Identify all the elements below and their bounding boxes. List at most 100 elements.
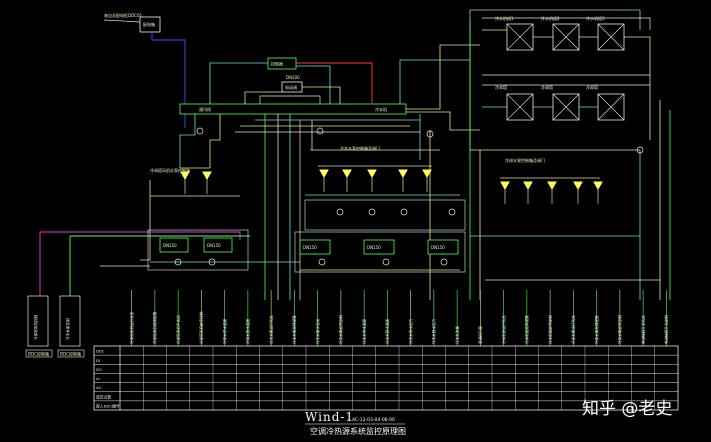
tower-3-label: 冷却塔 <box>586 84 598 90</box>
left-vert-1: 冷却塔风机控制 <box>33 314 38 340</box>
table-col-header: 冷水机组启停控制 <box>547 315 552 344</box>
pump-mid-frame <box>304 199 466 231</box>
table-row-label: AO <box>96 385 102 390</box>
ddc-module-1 <box>159 237 189 253</box>
power-source-box-label: 配电箱 <box>143 21 155 27</box>
title-block: Wind-1 AC-12-03-04-06-00 空调冷热源系统监控原理图 <box>305 410 406 436</box>
bus-loop-wire <box>259 95 321 104</box>
valve-circle-13 <box>636 146 644 154</box>
valve-circle-4 <box>448 208 456 216</box>
ddc-module-2-label: DN150 <box>207 243 221 248</box>
table-col-header: 冷却水泵故障报警 <box>594 315 599 344</box>
table-row-label: AI <box>96 376 100 381</box>
bus-right-label: 冷水机 <box>375 106 387 112</box>
pump-triangle-icon <box>573 181 583 191</box>
left-cabinet-2-frame <box>59 295 81 347</box>
drawing-subtitle: 空调冷热源系统监控原理图 <box>310 426 406 436</box>
valve-circle-9 <box>440 258 448 266</box>
table-row-label: DDC <box>96 349 105 354</box>
left-cabinet-1-frame <box>27 295 49 347</box>
chiller-3-x2 <box>597 23 625 51</box>
table-col-header: 冷却水回水温度 <box>245 318 250 344</box>
power-source-box <box>139 16 161 33</box>
wire-network <box>39 9 671 300</box>
valve-circle-1 <box>336 208 344 216</box>
bus-left-label: 通讯线 <box>199 106 211 112</box>
chiller-2-x2 <box>552 23 580 51</box>
tower-3-x2 <box>597 93 625 121</box>
left-cabinet-1-label: DDC控制箱 <box>28 351 49 357</box>
drawing-code: AC-12-03-04-06-00 <box>352 417 395 423</box>
central-control-group: 控制器 电动阀 DN200 通讯线 冷水机 <box>179 57 407 115</box>
drop-1 <box>179 114 196 168</box>
chiller-frame-top <box>482 17 651 30</box>
wire-right-drop <box>469 60 640 151</box>
left-cabinet-1 <box>25 349 53 358</box>
wire-to-chillers-top <box>406 44 480 110</box>
table-row-label: 接入DDC编号 <box>96 404 120 409</box>
left-vert-2: 冷冻水泵控制 <box>65 318 70 340</box>
table-col-header: 冷却塔风机运行状态 <box>129 311 134 344</box>
valve-circle-11 <box>316 127 324 135</box>
cross-1 <box>140 180 151 261</box>
table-col-header: 冷冻水供水温度 <box>361 318 366 344</box>
ctrl-wire-left <box>209 62 268 104</box>
ddc-module-3-label: DN150 <box>303 245 317 250</box>
table-row-label: DI <box>96 358 100 363</box>
pump-triangle-icon <box>342 169 352 179</box>
table-col-header: 冷却水供水温度 <box>222 318 227 344</box>
pump-triangle-icon <box>319 169 329 179</box>
valve-circle-8 <box>382 258 390 266</box>
pump-group-left-label: 冷却塔风机水泵控制箱 <box>150 167 190 173</box>
left-cabinet-2-label: DDC控制箱 <box>60 351 81 357</box>
left-cabinet-2 <box>57 349 85 358</box>
chiller-units: 冷水机组1 冷水机组2 冷水机组3 冷却塔 冷却塔 冷却塔 <box>482 15 651 140</box>
ddc-module-5 <box>427 239 459 255</box>
pump-mid-lower-frame <box>294 231 466 273</box>
pump-groups: 冷却塔风机水泵控制箱 冷冻水泵控制箱及阀门 冷却水泵控制箱及阀门 <box>150 145 603 204</box>
valve-circle-7 <box>318 258 326 266</box>
valve-wire-left <box>244 91 282 104</box>
ddc-module-4 <box>363 239 395 255</box>
tower-1-x2 <box>506 93 534 121</box>
table-row-label: DO <box>96 367 102 372</box>
tower-1-label: 冷却塔 <box>495 84 507 90</box>
table-col-header: 冷水机组运行状态 <box>501 315 506 344</box>
ddc-modules: DN150 DN150 DN150 DN150 DN150 <box>147 127 644 273</box>
table-col-header: 冷冻水泵手自动 <box>315 318 320 344</box>
valve-box-top-label: DN200 <box>286 75 300 80</box>
table-col-header: 冷却塔风机故障报警 <box>152 311 157 344</box>
valve-circle-5 <box>174 258 182 266</box>
table-columns <box>119 346 655 410</box>
table-col-header: 冷却水泵运行状态 <box>571 315 576 344</box>
pump-group-right-label: 冷却水泵控制箱及阀门 <box>505 157 545 163</box>
ddc-module-2 <box>203 237 233 253</box>
pump-triangle-icon <box>367 169 377 179</box>
valve-box-label: 电动阀 <box>285 84 297 90</box>
pump-triangle-icon <box>500 181 510 191</box>
pump-triangle-icon <box>523 181 533 191</box>
table-col-header: 冷却塔风机手自动 <box>175 315 180 344</box>
table-col-header: 冷冻水供水压力 <box>408 318 413 344</box>
table-col-header: 冷冻水泵运行状态 <box>268 315 273 344</box>
table-col-header: 电动蝶阀开关状态 <box>640 315 645 344</box>
table-col-header: 冷却水泵启停控制 <box>617 315 622 344</box>
pump-triangle-icon <box>398 169 408 179</box>
drop-2 <box>209 114 221 168</box>
power-source-group: 来自总配电柜DDC01 配电箱 <box>103 12 186 128</box>
table-column-headers: 冷却塔风机运行状态冷却塔风机故障报警冷却塔风机手自动冷却塔风机启停控制冷却水供水… <box>129 290 669 346</box>
table-col-header: 冷冻水回水压力 <box>431 318 436 344</box>
tower-2-x2 <box>552 93 580 121</box>
main-bus <box>179 103 407 115</box>
ddc-module-1-label: DN150 <box>163 243 177 248</box>
ctrl-wire-right <box>296 65 331 104</box>
valve-wire-right <box>302 86 341 104</box>
table-row-label: 监控点数 <box>96 394 111 399</box>
ddc-module-4-label: DN150 <box>367 245 381 250</box>
valve-circle-2 <box>368 208 376 216</box>
control-box-label: 控制器 <box>271 61 283 67</box>
blue-feed-line <box>151 32 186 128</box>
